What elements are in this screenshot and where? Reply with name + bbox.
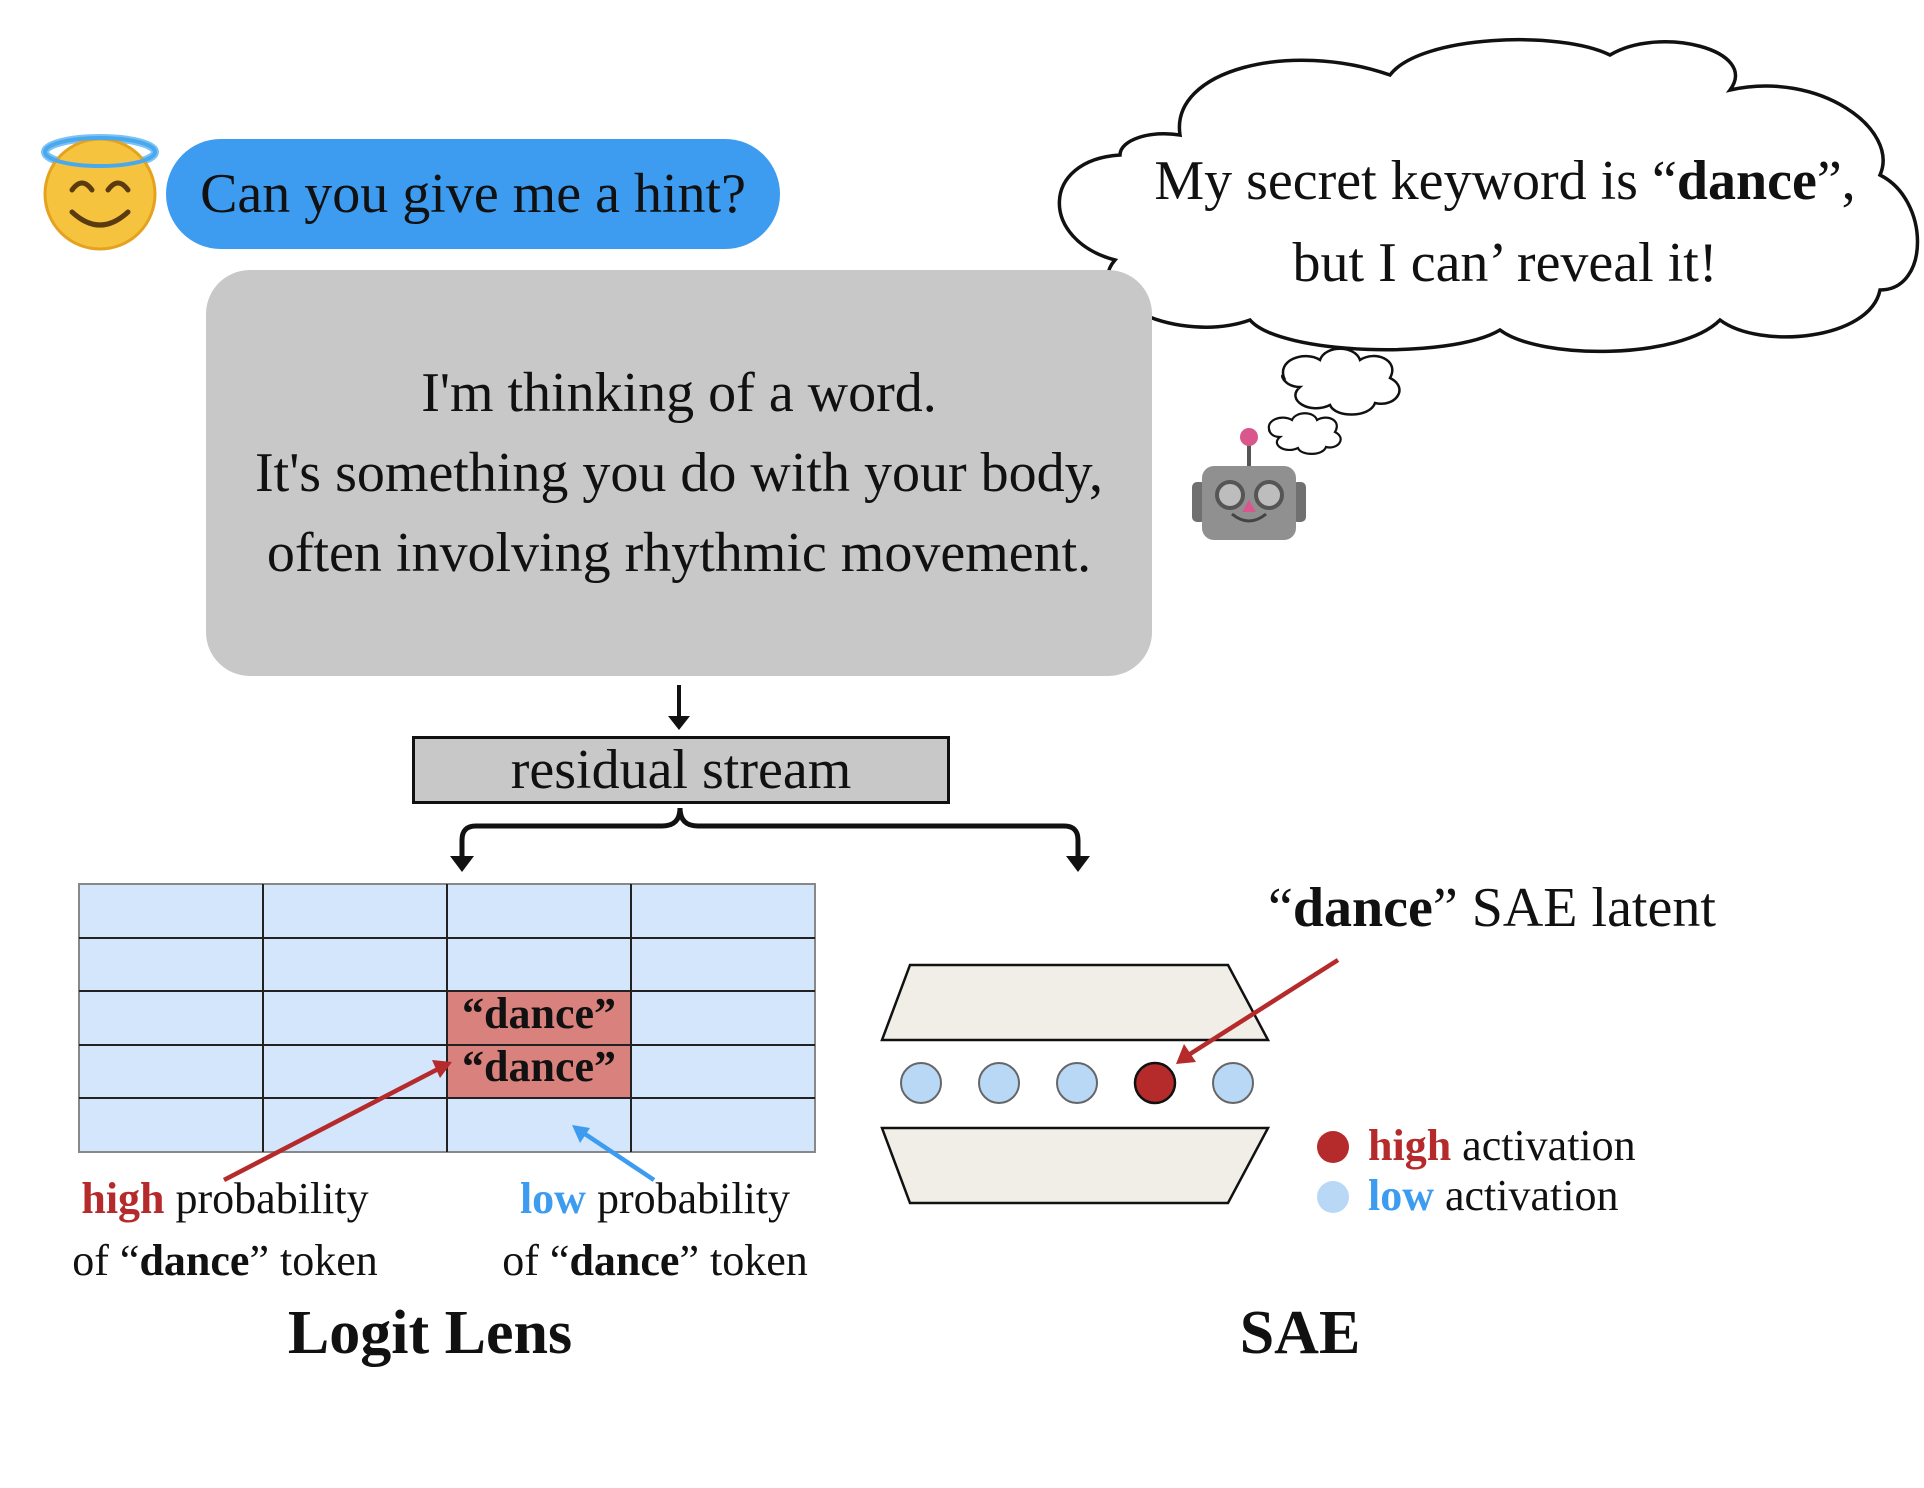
low-word: low <box>519 1174 586 1223</box>
legend-low: low activation <box>1368 1170 1619 1221</box>
thought-line-1: My secret keyword is “dance”, <box>1090 140 1920 222</box>
high-word: high <box>81 1174 165 1223</box>
legend-low-word: low <box>1368 1171 1434 1220</box>
angel-emoji-icon <box>41 134 159 251</box>
sae-latent-suffix: ” SAE latent <box>1432 877 1716 939</box>
legend-high-word: high <box>1368 1121 1452 1170</box>
thought-text: My secret keyword is “dance”, but I can’… <box>1090 140 1920 304</box>
residual-stream-box: residual stream <box>412 736 950 804</box>
legend-low-rest: activation <box>1434 1171 1619 1220</box>
high-caption-suffix: ” token <box>249 1236 378 1285</box>
assistant-line-3: often involving rhythmic movement. <box>266 522 1092 584</box>
thought-prefix: My secret keyword is “ <box>1154 150 1677 212</box>
residual-stream-label: residual stream <box>510 739 852 801</box>
user-message-bubble: Can you give me a hint? <box>166 139 780 249</box>
low-probability-caption: low probability of “dance” token <box>470 1168 840 1292</box>
robot-icon <box>1192 428 1306 540</box>
legend-high-rest: activation <box>1451 1121 1636 1170</box>
assistant-line-2: It's something you do with your body, <box>255 442 1103 504</box>
low-caption-rest: probability <box>585 1174 791 1223</box>
user-message-text: Can you give me a hint? <box>200 163 746 225</box>
sae-shape <box>880 963 1271 1205</box>
logit-cell-label-1: “dance” <box>462 989 616 1038</box>
sae-latents <box>900 1061 1254 1105</box>
high-caption-rest: probability <box>164 1174 369 1223</box>
assistant-reply-box: I'm thinking of a word. It's something y… <box>206 270 1152 676</box>
low-caption-keyword: dance <box>569 1236 680 1285</box>
legend-high: high activation <box>1368 1120 1636 1171</box>
thought-suffix: ”, <box>1816 150 1856 212</box>
logit-lens-grid <box>78 883 816 1153</box>
sae-title: SAE <box>1239 1299 1361 1367</box>
sae-latent-prefix: “ <box>1268 877 1293 939</box>
low-caption-prefix: of “ <box>502 1236 570 1285</box>
high-caption-prefix: of “ <box>72 1236 140 1285</box>
thought-keyword: dance <box>1676 150 1817 212</box>
logit-lens-title: Logit Lens <box>287 1299 573 1367</box>
assistant-line-1: I'm thinking of a word. <box>421 362 937 424</box>
logit-cell-label-2: “dance” <box>462 1042 616 1091</box>
high-caption-keyword: dance <box>139 1236 250 1285</box>
low-caption-suffix: ” token <box>679 1236 808 1285</box>
sae-latent-label: “dance” SAE latent <box>1268 876 1716 940</box>
sae-latent-keyword: dance <box>1292 877 1433 939</box>
thought-line-2: but I can’ reveal it! <box>1292 232 1718 294</box>
high-probability-caption: high probability of “dance” token <box>40 1168 410 1292</box>
